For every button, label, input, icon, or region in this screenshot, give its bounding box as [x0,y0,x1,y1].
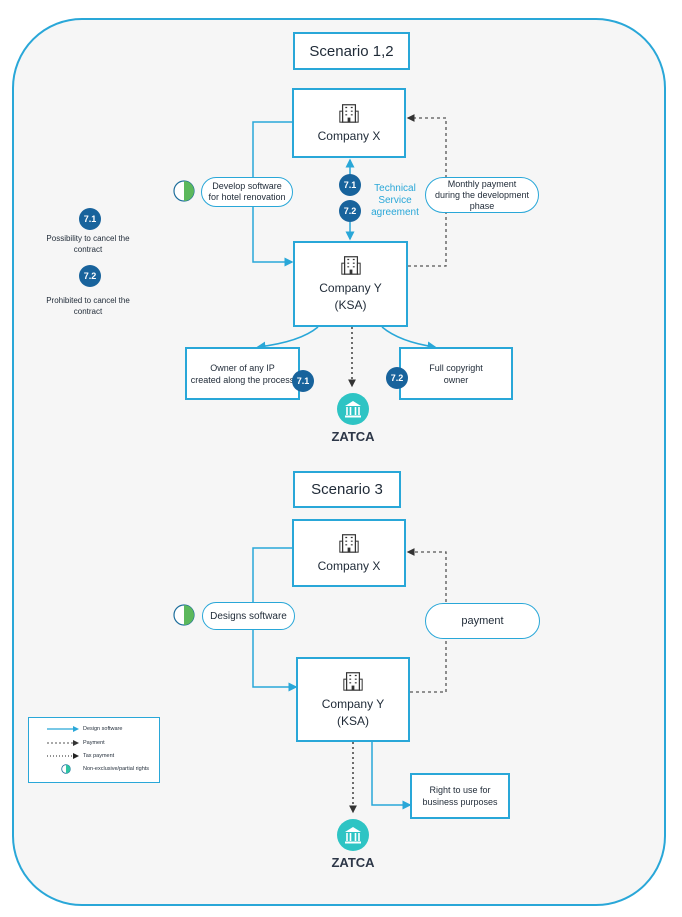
badge-71: 7.1 [339,174,361,196]
scenario-12-title-text: Scenario 1,2 [309,42,394,60]
side-badge-71: 7.1 [79,208,101,230]
legend-item-rights: Non-exclusive/partial rights [33,764,149,774]
full-copyright-badge-72: 7.2 [386,367,408,389]
side-71-label-line1: Possibility to cancel the [46,234,130,243]
legend-item-tax-payment: Tax payment [33,751,114,761]
company-y-box: Company Y (KSA) [293,241,408,327]
monthly-pill-line2: during the development [434,189,530,200]
side-badge-71-text: 7.1 [83,214,97,224]
monthly-payment-connector [406,114,447,267]
badge-71-text: 7.1 [343,180,357,190]
owner-ip-line1: Owner of any IP [210,362,275,373]
legend-item-payment: Payment [33,738,105,748]
right-to-use-box: Right to use for business purposes [410,773,510,819]
monthly-pill-line3: phase [469,200,495,211]
full-copyright-box: Full copyright owner [399,347,513,400]
company-y-country-s3: (KSA) [336,713,369,728]
owner-ip-badge-71: 7.1 [292,370,314,392]
develop-pill-line1: Develop software [212,181,282,191]
company-y-country: (KSA) [334,298,367,312]
tsa-line2: Service [378,195,412,206]
side-71-label: Possibility to cancel the contract [38,233,138,255]
full-copyright-line2: owner [443,374,469,385]
zatca-label: ZATCA [322,429,384,444]
legend-item-design-software: Design software [33,724,122,734]
side-72-label-line2: contract [73,307,103,316]
legend-label: Tax payment [83,753,115,759]
tsa-line3: agreement [371,207,419,218]
owner-ip-line2: created along the process [190,374,295,385]
payment-connector [406,548,447,693]
right-to-use-connector [371,742,412,810]
payment-pill: payment [425,603,540,639]
side-badge-72-text: 7.2 [83,271,97,281]
scenario-12-title: Scenario 1,2 [293,32,410,70]
right-to-use-line2: business purposes [422,797,498,807]
designs-pill-text: Designs software [210,610,287,622]
building-icon [339,533,359,553]
half-circle-icon [61,764,71,774]
side-72-label-line1: Prohibited to cancel the [46,296,130,305]
right-to-use-line1: Right to use for [429,785,491,795]
zatca-text-s3: ZATCA [331,855,375,870]
solid-arrow-icon [47,726,79,732]
dotted-arrow-icon [47,740,79,746]
tsa-label: Technical Service agreement [367,183,423,219]
legend-label: Non-exclusive/partial rights [83,766,150,772]
badge-72-text: 7.2 [343,206,357,216]
company-x-label: Company X [317,128,381,143]
legend: Design software Payment Tax payment Non-… [28,717,160,783]
dotted-arrow-dark-icon [47,753,79,759]
monthly-pill-line1: Monthly payment [447,178,517,189]
payment-pill-text: payment [461,614,504,627]
develop-pill-line2: for hotel renovation [208,192,286,202]
government-building-icon [337,393,369,425]
company-x-box: Company X [292,88,406,158]
designs-software-pill: Designs software [202,602,295,630]
full-copyright-badge-text: 7.2 [390,373,404,383]
zatca-label-s3: ZATCA [322,855,384,870]
building-icon [340,256,361,275]
company-y-label-s3: Company Y [321,696,385,711]
scenario-3-title: Scenario 3 [293,471,401,508]
full-copyright-line1: Full copyright [429,362,483,373]
legend-label: Payment [83,740,105,746]
side-71-label-line2: contract [73,245,103,254]
side-72-label: Prohibited to cancel the contract [38,295,138,317]
building-icon [339,103,359,123]
tsa-line1: Technical [374,183,416,194]
zatca-text: ZATCA [331,429,375,444]
half-circle-icon [173,180,195,202]
owner-ip-connector [256,326,319,351]
company-y-box-s3: Company Y (KSA) [296,657,410,742]
badge-72: 7.2 [339,200,361,222]
government-building-icon [337,819,369,851]
company-y-label: Company Y [319,281,382,295]
side-badge-72: 7.2 [79,265,101,287]
company-x-box-s3: Company X [292,519,406,587]
full-copyright-connector [381,326,437,351]
owner-ip-box: Owner of any IP created along the proces… [185,347,300,400]
company-x-label-s3: Company X [317,558,381,573]
legend-label: Design software [83,726,123,732]
owner-ip-badge-text: 7.1 [296,376,310,386]
scenario-3-title-text: Scenario 3 [311,481,383,498]
building-icon [343,671,363,691]
half-circle-icon [173,604,195,626]
